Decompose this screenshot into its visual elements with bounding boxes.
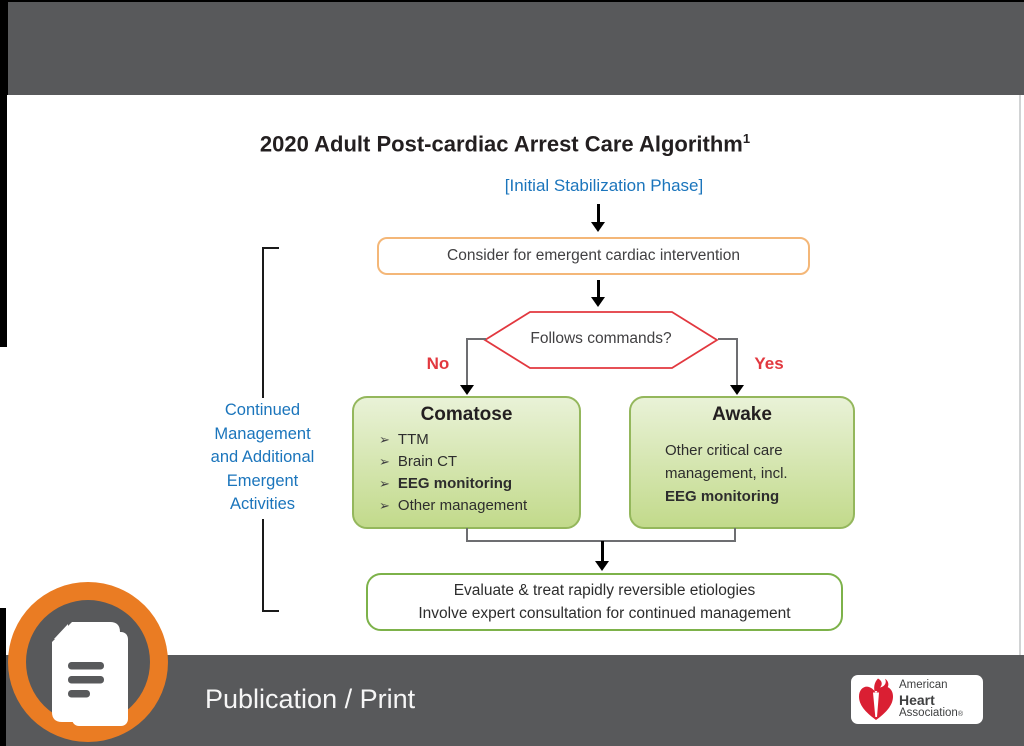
list-item: ➢ Other management [379, 495, 579, 517]
no-branch-vline [466, 338, 468, 387]
bracket-upper-vline [262, 247, 264, 398]
comatose-item-text: Brain CT [397, 453, 458, 470]
comatose-box: Comatose ➢ TTM ➢ Brain CT ➢ EEG monitoring … [352, 396, 581, 529]
bracket-lower-vline [262, 519, 264, 612]
document-pages-icon [52, 622, 128, 726]
aha-logo: American Heart Association® [851, 675, 983, 724]
arrow-down-1-head [591, 222, 605, 232]
aha-logo-line3-text: Association [899, 706, 958, 719]
no-branch-hline [466, 338, 486, 340]
awake-box: Awake Other critical care management, in… [629, 396, 855, 529]
side-label-line: and Additional [210, 448, 315, 466]
bracket-bottom-tick [262, 610, 279, 612]
yes-branch-hline [718, 338, 738, 340]
comatose-list: ➢ TTM ➢ Brain CT ➢ EEG monitoring ➢ Other ma… [354, 429, 579, 517]
merge-arrow-stem [601, 541, 604, 563]
side-label-line: Emergent [226, 471, 299, 490]
slide-canvas [0, 95, 1024, 655]
side-label-line: Management [214, 424, 311, 443]
merge-right-vline [734, 528, 736, 542]
aha-logo-line2: Heart [899, 691, 935, 708]
awake-text: Other critical care management, incl. EE… [631, 439, 853, 508]
list-item: ➢ TTM [379, 429, 579, 451]
comatose-item-text: EEG monitoring [397, 475, 513, 492]
arrow-bullet-icon: ➢ [379, 454, 390, 469]
phase-label: [Initial Stabilization Phase] [504, 176, 704, 195]
evaluate-box: Evaluate & treat rapidly reversible etio… [366, 573, 843, 631]
merge-left-vline [466, 528, 468, 542]
evaluate-line-1: Evaluate & treat rapidly reversible etio… [453, 582, 756, 599]
list-item: ➢ Brain CT [379, 451, 579, 473]
left-black-strip-bottom [0, 608, 6, 746]
aha-logo-line1: American [899, 679, 948, 691]
page-title-text: 2020 Adult Post-cardiac Arrest Care Algo… [259, 131, 743, 157]
no-branch-arrowhead [460, 385, 474, 395]
top-bar [8, 2, 1024, 95]
arrow-down-2-stem [597, 280, 600, 299]
awake-title: Awake [712, 404, 772, 425]
list-item: ➢ EEG monitoring [379, 473, 579, 495]
bracket-top-tick [262, 247, 279, 249]
decision-hexagon [483, 311, 719, 369]
side-label-line: Continued [224, 401, 301, 419]
side-label: Continued Management and Additional Emer… [180, 399, 345, 517]
awake-line: management, incl. [665, 465, 788, 482]
consider-intervention-box: Consider for emergent cardiac interventi… [377, 237, 810, 275]
aha-logo-text: American Heart Association® [899, 679, 963, 720]
comatose-item-text: Other management [397, 497, 528, 514]
left-black-strip-top [0, 95, 7, 347]
arrow-down-1-stem [597, 204, 600, 224]
side-label-line: Activities [229, 495, 296, 513]
arrow-bullet-icon: ➢ [379, 432, 390, 447]
comatose-title: Comatose [420, 404, 513, 425]
arrow-bullet-icon: ➢ [379, 476, 390, 491]
canvas-right-edge [1019, 95, 1021, 655]
awake-line: EEG monitoring [665, 488, 780, 505]
decision-text: Follows commands? [530, 330, 672, 347]
yes-branch-arrowhead [730, 385, 744, 395]
registered-mark: ® [957, 710, 963, 718]
page-title: 2020 Adult Post-cardiac Arrest Care Algo… [155, 131, 855, 157]
arrow-bullet-icon: ➢ [379, 498, 390, 513]
title-footnote-marker: 1 [742, 131, 751, 146]
yes-branch-vline [736, 338, 738, 387]
consider-intervention-text: Consider for emergent cardiac interventi… [447, 247, 740, 264]
branch-label-no: No [426, 354, 450, 373]
awake-line: Other critical care [665, 442, 783, 459]
evaluate-line-2: Involve expert consultation for continue… [418, 605, 791, 622]
footer-label: Publication / Print [205, 684, 416, 714]
comatose-item-text: TTM [397, 431, 429, 448]
aha-heart-torch-icon [859, 678, 893, 720]
arrow-down-2-head [591, 297, 605, 307]
branch-label-yes: Yes [754, 354, 784, 373]
merge-arrow-head [595, 561, 609, 571]
aha-logo-line3: Association® [899, 706, 963, 720]
